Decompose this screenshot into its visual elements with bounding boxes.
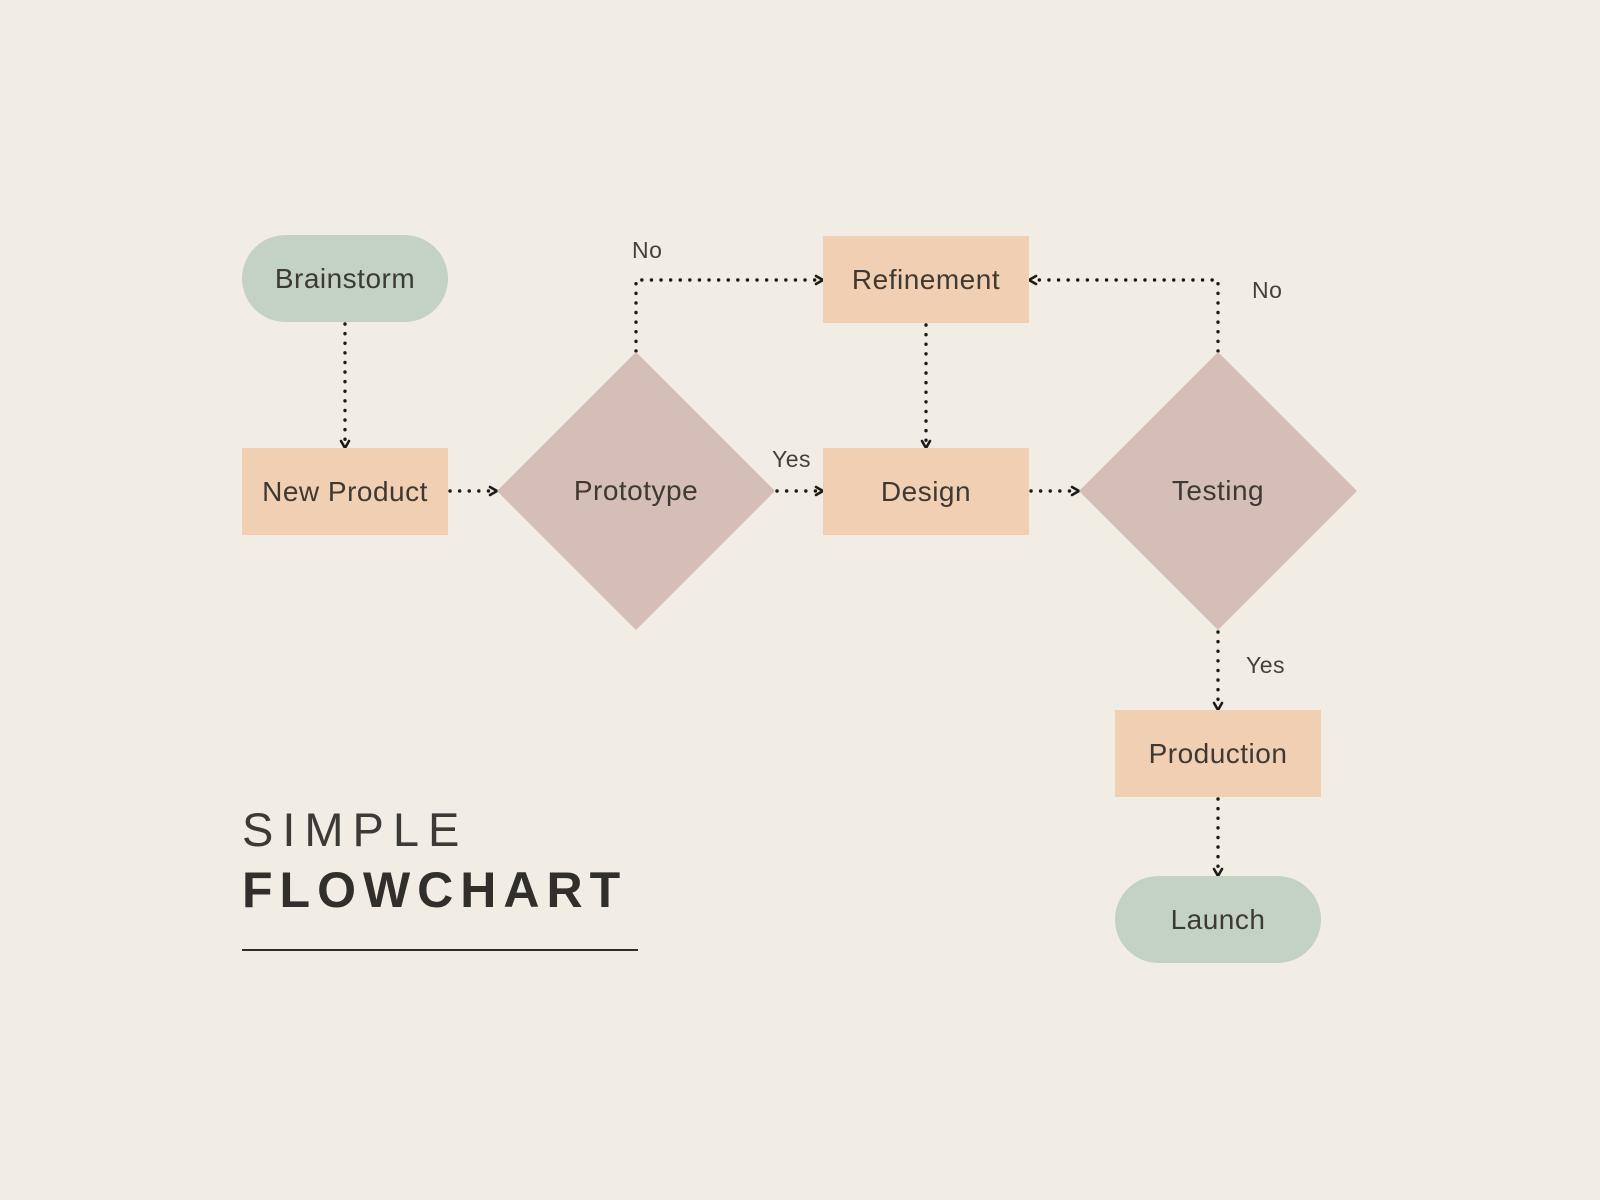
node-new-product: New Product <box>242 448 448 535</box>
node-prototype-label: Prototype <box>573 475 699 506</box>
edge-label-prototype-yes: Yes <box>772 446 812 472</box>
edge-prototype-no-to-refinement <box>634 274 825 353</box>
node-production: Production <box>1115 710 1321 797</box>
node-brainstorm-label: Brainstorm <box>274 262 416 294</box>
node-design-label: Design <box>880 475 972 507</box>
node-design: Design <box>823 448 1029 535</box>
node-refinement-label: Refinement <box>851 263 1001 295</box>
node-refinement: Refinement <box>823 236 1029 323</box>
node-brainstorm: Brainstorm <box>242 235 448 322</box>
node-testing-label: Testing <box>1171 475 1265 506</box>
node-launch-label: Launch <box>1170 903 1266 935</box>
edge-label-testing-yes: Yes <box>1246 652 1286 678</box>
title-underline <box>242 949 638 952</box>
node-launch: Launch <box>1115 876 1321 963</box>
node-new-product-label: New Product <box>262 475 428 507</box>
title-line-2: FLOWCHART <box>242 861 628 918</box>
title-block: SIMPLE FLOWCHART <box>242 803 638 952</box>
edge-testing-no-to-refinement <box>1027 274 1220 353</box>
title-line-1: SIMPLE <box>242 803 469 856</box>
edge-label-prototype-no: No <box>632 237 663 263</box>
edge-label-testing-no: No <box>1252 277 1283 303</box>
node-production-label: Production <box>1148 737 1288 769</box>
